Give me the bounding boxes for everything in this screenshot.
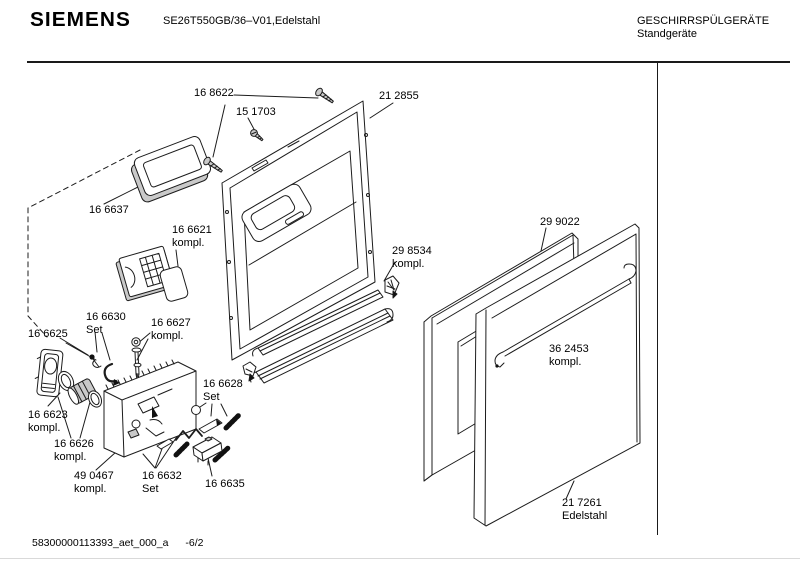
screw-drawing-a bbox=[315, 87, 334, 104]
page-bottom-edge bbox=[0, 558, 800, 559]
latch-springs-drawing bbox=[156, 405, 242, 463]
spring-set-drawing bbox=[89, 354, 120, 386]
o-ring-drawing bbox=[87, 390, 103, 408]
control-module-drawing bbox=[115, 245, 175, 302]
product-category-block: GESCHIRRSPÜLGERÄTE Standgeräte bbox=[637, 15, 769, 41]
product-line: GESCHIRRSPÜLGERÄTE bbox=[637, 15, 770, 27]
door-handle-drawing bbox=[494, 263, 637, 368]
part-label-16-6625: 16 6625 bbox=[28, 328, 68, 340]
dashed-reference-lines bbox=[27, 149, 141, 338]
control-cover-card-drawing bbox=[159, 266, 189, 302]
inner-door-panel-drawing bbox=[221, 100, 376, 361]
control-window-frame-drawing bbox=[130, 136, 212, 203]
brand-logo: SIEMENS bbox=[30, 9, 131, 31]
door-sill-strips-drawing bbox=[249, 289, 394, 384]
footer: 58300000113393_aet_000_a -6/2 bbox=[32, 537, 203, 549]
latch-housing-drawing bbox=[103, 359, 197, 458]
part-label-29-9022: 29 9022 bbox=[540, 216, 580, 228]
header-divider bbox=[27, 61, 790, 63]
micro-switch-drawing bbox=[192, 436, 223, 466]
product-type: Standgeräte bbox=[637, 28, 697, 40]
page-reference: -6/2 bbox=[185, 537, 204, 549]
hinge-plate-drawing bbox=[34, 348, 64, 398]
part-label-21-2855: 21 2855 bbox=[379, 90, 419, 102]
pin-drawing bbox=[131, 337, 142, 383]
part-label-16-8622: 16 8622 bbox=[194, 87, 234, 99]
model-code: SE26T550GB/36–V01,Edelstahl bbox=[163, 15, 321, 27]
front-panel-drawing bbox=[473, 223, 641, 527]
right-margin-divider bbox=[657, 62, 658, 535]
document-id: 58300000113393_aet_000_a bbox=[32, 537, 169, 549]
part-label-15-1703: 15 1703 bbox=[236, 106, 276, 118]
door-foot-clip-drawing bbox=[242, 361, 257, 382]
clip-29-8534-drawing bbox=[384, 275, 400, 299]
part-label-16-6637: 16 6637 bbox=[89, 204, 129, 216]
part-label-16-6635: 16 6635 bbox=[205, 478, 245, 490]
screw-drawing-b bbox=[203, 156, 223, 173]
screw-drawing-c bbox=[250, 129, 264, 142]
